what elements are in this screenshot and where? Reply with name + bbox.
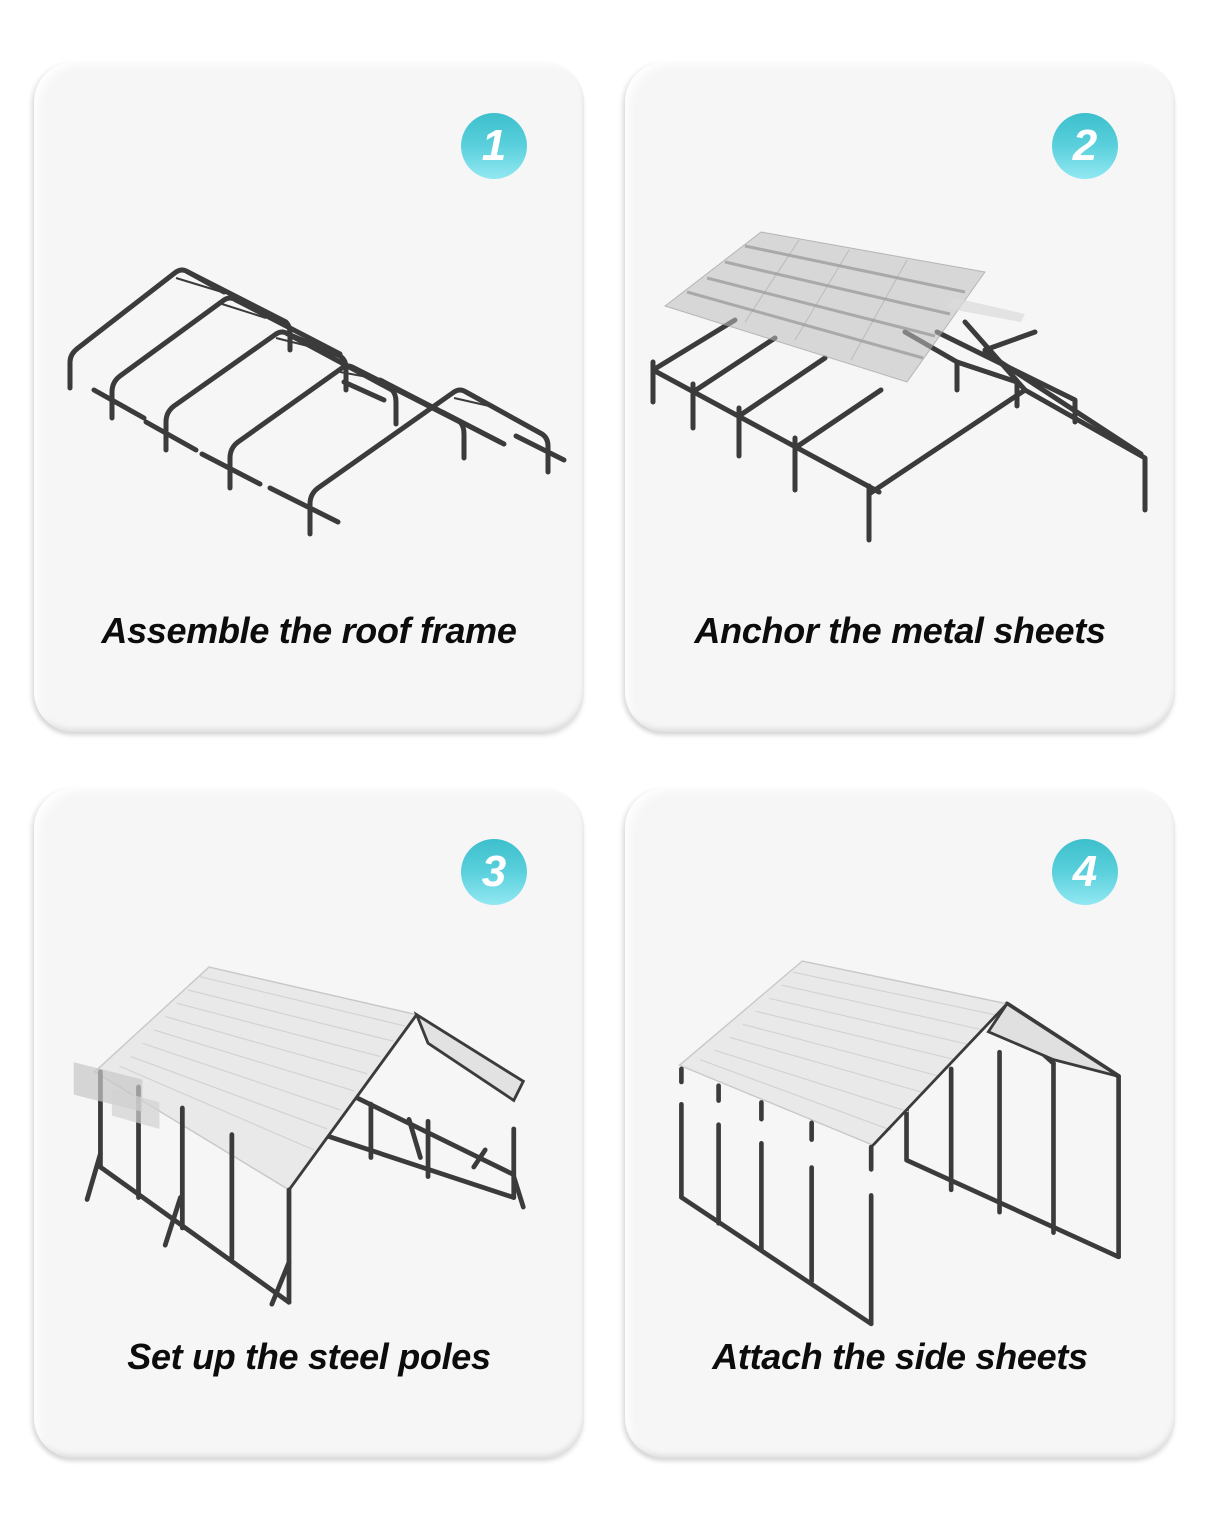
step-number-badge: 2 (1052, 113, 1118, 179)
step-caption: Anchor the metal sheets (694, 610, 1106, 651)
step-card-4: 4 (625, 788, 1175, 1458)
metal-sheets-icon (650, 231, 1148, 543)
step-number-badge: 4 (1052, 839, 1118, 905)
side-sheets-icon (678, 960, 1121, 1327)
steel-poles-icon (73, 966, 526, 1307)
step-caption: Attach the side sheets (712, 1336, 1088, 1377)
step-number-badge: 1 (461, 113, 527, 179)
step-caption: Assemble the roof frame (101, 610, 517, 651)
step-number-badge: 3 (461, 839, 527, 905)
step-card-2: 2 (625, 62, 1175, 732)
step-caption: Set up the steel poles (127, 1336, 491, 1377)
roof-frame-icon (67, 267, 567, 537)
step-card-1: 1 (34, 62, 584, 732)
step-card-3: 3 (34, 788, 584, 1458)
